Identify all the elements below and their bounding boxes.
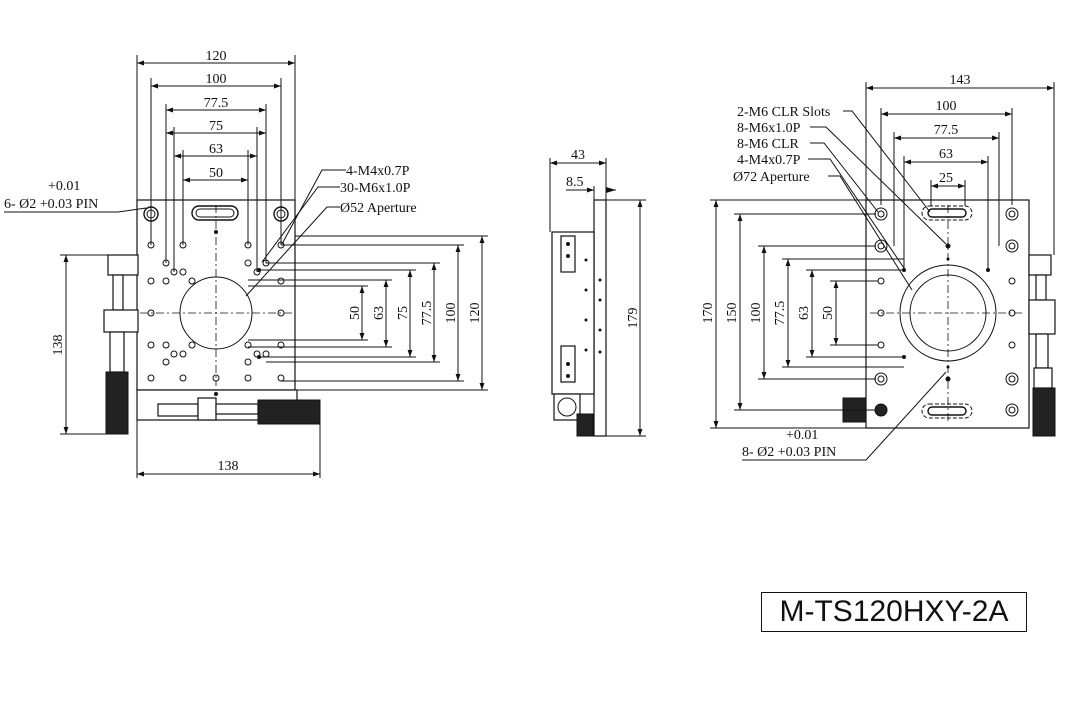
dim-v-77-5: 77.5	[420, 301, 435, 326]
dim-v-100: 100	[444, 303, 459, 324]
dim-120: 120	[206, 49, 227, 64]
dim-v-b-63: 63	[797, 306, 812, 320]
b-pin-tolerance: +0.01	[786, 428, 818, 443]
callout-b-m4: 4-M4x0.7P	[737, 153, 801, 168]
dim-75: 75	[209, 119, 223, 134]
pin-label: 6- Ø2 +0.03 PIN	[4, 197, 98, 212]
dim-bottom-138: 138	[218, 459, 239, 474]
callout-m4: 4-M4x0.7P	[346, 164, 410, 179]
dim-left-138: 138	[51, 335, 66, 356]
dim-143: 143	[950, 73, 971, 88]
dim-v-50: 50	[348, 306, 363, 320]
dim-8-5: 8.5	[566, 175, 584, 190]
dim-v-120: 120	[468, 303, 483, 324]
drawing-title: M-TS120HXY-2A	[761, 592, 1027, 632]
dim-b-77-5: 77.5	[934, 123, 959, 138]
dim-v-170: 170	[701, 303, 716, 324]
dim-b-100: 100	[936, 99, 957, 114]
dim-b-25: 25	[939, 171, 953, 186]
dim-43: 43	[571, 148, 585, 163]
callout-aperture: Ø52 Aperture	[340, 201, 417, 216]
callout-m6x1: 8-M6x1.0P	[737, 121, 801, 136]
dim-b-63: 63	[939, 147, 953, 162]
dim-v-150: 150	[725, 303, 740, 324]
callout-b-aperture: Ø72 Aperture	[733, 170, 810, 185]
bottom-view: 143 100 77.5 63 25 170 150 100 77.5 63 5…	[701, 73, 1056, 461]
pin-tolerance: +0.01	[48, 179, 80, 194]
dim-v-b-50: 50	[821, 306, 836, 320]
dim-50: 50	[209, 166, 223, 181]
dim-v-b-100: 100	[749, 303, 764, 324]
dim-63: 63	[209, 142, 223, 157]
b-pin-label: 8- Ø2 +0.03 PIN	[742, 445, 836, 460]
callout-m6: 30-M6x1.0P	[340, 181, 411, 196]
dim-v-63: 63	[372, 306, 387, 320]
top-view: 120 100 77.5 75 63 50 50 63 75 77.5 100 …	[4, 49, 488, 478]
callout-m6clr: 8-M6 CLR	[737, 137, 800, 152]
dim-v-b-77-5: 77.5	[773, 301, 788, 326]
dim-100: 100	[206, 72, 227, 87]
dim-v-75: 75	[396, 306, 411, 320]
callout-slots: 2-M6 CLR Slots	[737, 105, 830, 120]
dim-179: 179	[626, 308, 641, 329]
side-view: 43 8.5 179	[549, 148, 646, 437]
dim-77-5: 77.5	[204, 96, 229, 111]
